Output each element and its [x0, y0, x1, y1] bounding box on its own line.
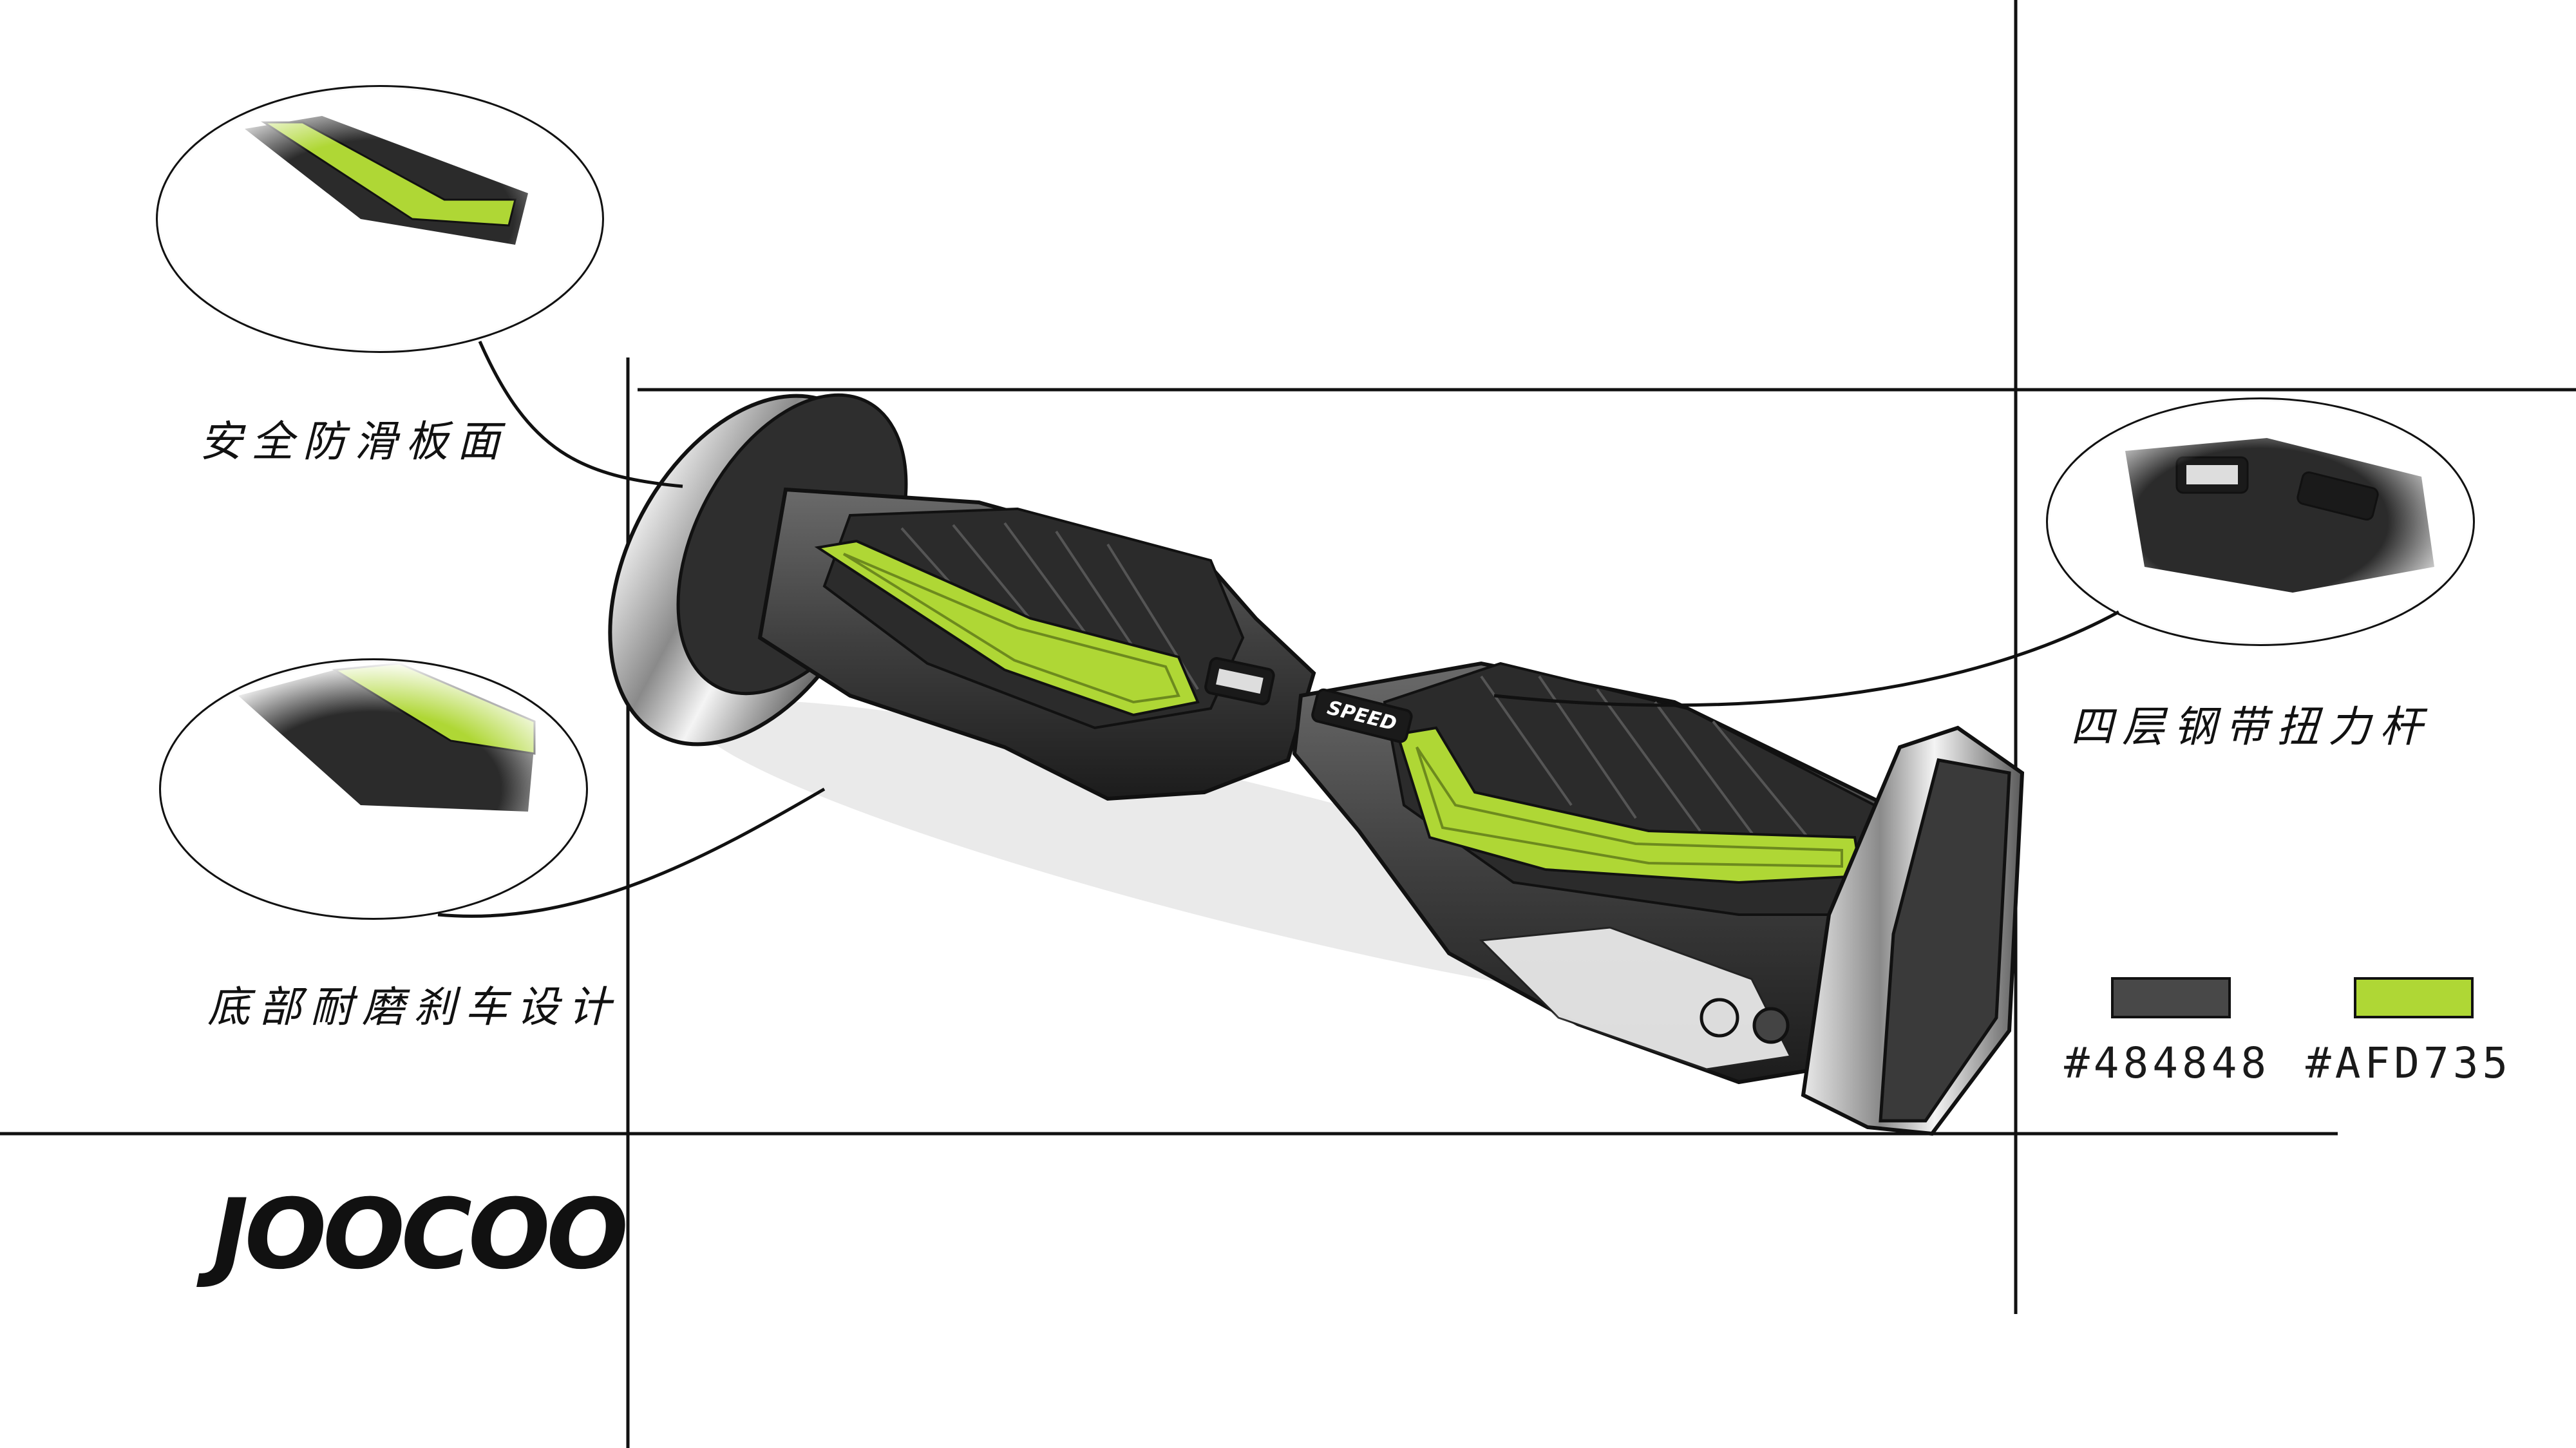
color-code-accent-value: AFD735 — [2334, 1038, 2512, 1088]
battery-indicator-icon — [1204, 657, 1275, 705]
color-swatch-body — [2111, 977, 2231, 1018]
power-port — [1752, 1007, 1790, 1044]
charging-port — [1700, 998, 1739, 1038]
annotation-torsion: 四层钢带扭力杆 — [2070, 702, 2431, 752]
right-wheel — [1801, 725, 2025, 1136]
callout-torsion — [1493, 397, 2475, 707]
color-swatch-accent — [2354, 977, 2474, 1018]
annotation-deck: 安全防滑板面 — [200, 417, 509, 466]
annotation-brake: 底部耐磨刹车设计 — [207, 982, 620, 1032]
color-code-accent: #AFD735 — [2306, 1038, 2512, 1088]
callout-brake — [159, 658, 826, 920]
color-code-body: #484848 — [2064, 1038, 2271, 1088]
color-code-body-value: 484848 — [2093, 1038, 2271, 1088]
brand-logo: JOOCOO — [213, 1179, 629, 1291]
callout-deck — [156, 85, 683, 488]
